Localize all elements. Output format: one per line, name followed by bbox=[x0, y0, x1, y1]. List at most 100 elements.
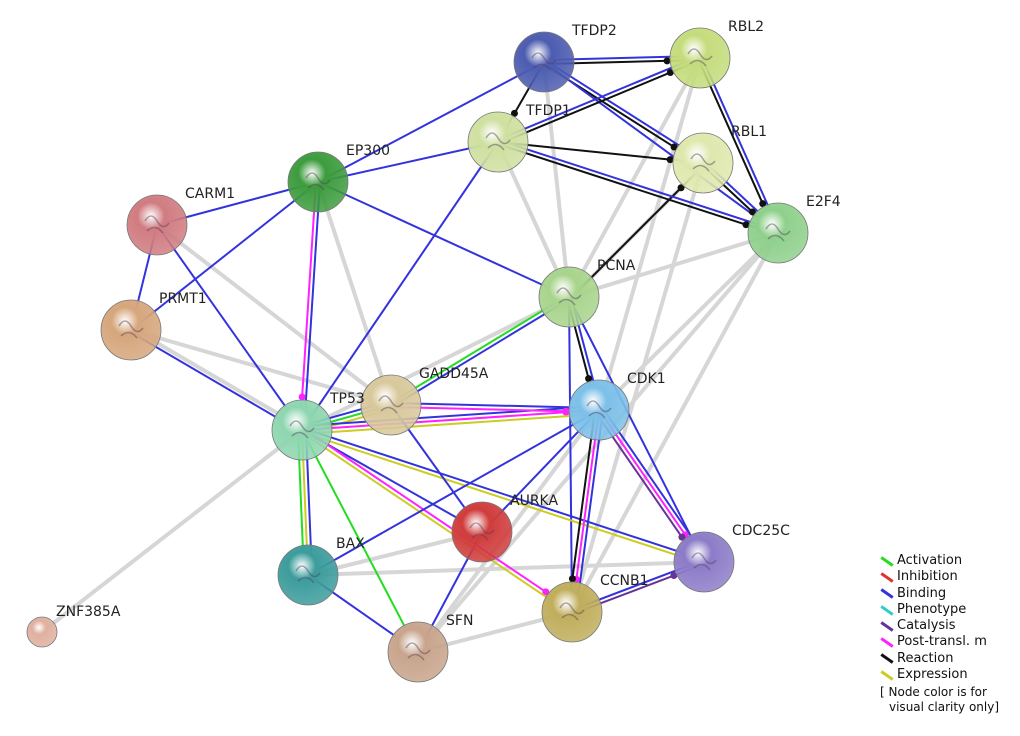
edge-binding-tfdp2-ep300[interactable] bbox=[317, 61, 545, 183]
edge-expression-tp53-ccnb1[interactable] bbox=[300, 430, 572, 615]
node-cdc25c[interactable]: CDC25C bbox=[673, 523, 790, 593]
edge-textmining-rbl2-cdk1[interactable] bbox=[597, 57, 702, 411]
edge-binding-tfdp1-rbl2[interactable] bbox=[496, 55, 700, 142]
edge-binding-pcna-cdc25c[interactable] bbox=[568, 296, 705, 563]
node-bax[interactable]: BAX bbox=[277, 536, 365, 606]
edge-activation-gadd45a-pcna[interactable] bbox=[389, 294, 569, 405]
edge-endpoint-marker bbox=[510, 109, 518, 117]
edge-binding-ep300-pcna[interactable] bbox=[317, 181, 570, 298]
edge-endpoint-marker bbox=[749, 208, 757, 216]
node-sphere[interactable] bbox=[360, 374, 422, 436]
edge-textmining-ep300-gadd45a[interactable] bbox=[316, 181, 393, 406]
node-e2f4[interactable]: E2F4 bbox=[747, 194, 841, 264]
node-sphere[interactable] bbox=[271, 399, 333, 461]
edge-binding-cdk1-bax[interactable] bbox=[307, 409, 600, 576]
node-rbl1[interactable]: RBL1 bbox=[672, 124, 767, 194]
node-tfdp1[interactable]: TFDP1 bbox=[467, 103, 571, 173]
edge-endpoint-marker bbox=[666, 69, 674, 77]
edge-binding-tp53-cdc25c[interactable] bbox=[302, 427, 705, 562]
edge-textmining-prmt1-tp53[interactable] bbox=[131, 326, 305, 430]
node-label: TFDP1 bbox=[525, 103, 571, 119]
node-sphere[interactable] bbox=[747, 202, 809, 264]
node-sphere[interactable] bbox=[673, 531, 735, 593]
node-sphere[interactable] bbox=[568, 379, 630, 441]
node-tp53[interactable]: TP53 bbox=[271, 391, 365, 461]
node-ep300[interactable]: EP300 bbox=[287, 143, 390, 213]
node-sphere[interactable] bbox=[672, 132, 734, 194]
node-label: CDC25C bbox=[732, 523, 790, 539]
edge-textmining-bax-cdc25c[interactable] bbox=[307, 560, 705, 577]
node-rbl2[interactable]: RBL2 bbox=[669, 19, 764, 89]
node-gadd45a[interactable]: GADD45A bbox=[360, 366, 489, 436]
node-cdk1[interactable]: CDK1 bbox=[568, 371, 666, 441]
edge-textmining-pcna-rbl2[interactable] bbox=[567, 57, 702, 298]
edge-textmining-e2f4-ccnb1[interactable] bbox=[570, 232, 780, 613]
node-tfdp2[interactable]: TFDP2 bbox=[513, 23, 617, 93]
edge-binding-tfdp1-e2f4[interactable] bbox=[498, 139, 779, 233]
edge-binding-carm1-tp53[interactable] bbox=[156, 224, 303, 431]
edge-binding-tfdp1-ep300[interactable] bbox=[317, 141, 499, 183]
edge-textmining-e2f4-cdk1[interactable] bbox=[597, 231, 780, 412]
node-label: SFN bbox=[446, 613, 473, 629]
node-sphere[interactable] bbox=[126, 194, 188, 256]
node-sphere[interactable] bbox=[26, 616, 58, 648]
edge-endpoint-marker bbox=[742, 221, 750, 229]
edge-binding-cdk1-ccnb1[interactable] bbox=[574, 410, 604, 613]
edge-binding-tfdp2-rbl1[interactable] bbox=[544, 59, 705, 163]
node-sphere[interactable] bbox=[669, 27, 731, 89]
node-sphere[interactable] bbox=[277, 544, 339, 606]
edge-binding-prmt1-tp53[interactable] bbox=[129, 330, 302, 433]
edge-activation-tp53-sfn[interactable] bbox=[301, 429, 419, 653]
edge-reaction-tfdp1-e2f4[interactable] bbox=[497, 142, 778, 236]
node-ccnb1[interactable]: CCNB1 bbox=[541, 573, 649, 643]
node-sphere[interactable] bbox=[100, 299, 162, 361]
protein-structure-icon bbox=[289, 420, 315, 439]
edge-textmining-znf385a-tp53[interactable] bbox=[40, 428, 304, 634]
edge-endpoint-marker bbox=[562, 407, 570, 415]
protein-structure-icon bbox=[531, 52, 557, 71]
node-sphere[interactable] bbox=[538, 266, 600, 328]
edge-posttransl-tp53-cdk1[interactable] bbox=[301, 409, 600, 431]
edge-binding-ep300-prmt1[interactable] bbox=[130, 181, 319, 331]
edge-textmining-carm1-gadd45a[interactable] bbox=[155, 223, 393, 407]
node-sphere[interactable] bbox=[541, 581, 603, 643]
node-label: AURKA bbox=[510, 493, 558, 509]
edge-textmining-tp53-pcna[interactable] bbox=[301, 295, 570, 432]
node-pcna[interactable]: PCNA bbox=[538, 258, 636, 328]
edge-posttransl-tp53-ccnb1[interactable] bbox=[302, 427, 574, 612]
node-sphere[interactable] bbox=[467, 111, 529, 173]
node-znf385a[interactable]: ZNF385A bbox=[26, 604, 121, 648]
edge-endpoint-marker bbox=[663, 57, 671, 65]
node-label: RBL2 bbox=[728, 19, 764, 35]
edge-binding-tfdp1-tp53[interactable] bbox=[301, 141, 499, 431]
edge-binding-ep300-tp53[interactable] bbox=[302, 182, 321, 431]
node-carm1[interactable]: CARM1 bbox=[126, 186, 235, 256]
edge-expression-tp53-cdk1[interactable] bbox=[302, 412, 600, 435]
node-sfn[interactable]: SFN bbox=[387, 613, 473, 683]
node-prmt1[interactable]: PRMT1 bbox=[100, 291, 207, 361]
edge-binding-cdk1-cdc25c[interactable] bbox=[601, 407, 709, 561]
edge-binding-pcna-ccnb1[interactable] bbox=[568, 296, 573, 613]
node-sphere[interactable] bbox=[513, 31, 575, 93]
node-label: ZNF385A bbox=[56, 604, 121, 620]
legend-label: Post-transl. m bbox=[897, 634, 987, 650]
edge-textmining-rbl1-ccnb1[interactable] bbox=[570, 162, 705, 613]
node-sphere[interactable] bbox=[387, 621, 449, 683]
edge-binding-tfdp2-e2f4[interactable] bbox=[543, 61, 779, 234]
protein-structure-icon bbox=[295, 565, 321, 584]
node-aurka[interactable]: AURKA bbox=[451, 493, 558, 563]
edge-binding-rbl2-e2f4[interactable] bbox=[700, 56, 781, 233]
edge-binding-tp53-cdk1[interactable] bbox=[301, 405, 599, 428]
legend-label: Phenotype bbox=[897, 601, 967, 617]
edge-binding-gadd45a-cdk1[interactable] bbox=[391, 402, 600, 410]
node-sphere[interactable] bbox=[451, 501, 513, 563]
edge-expression-tp53-cdc25c[interactable] bbox=[301, 430, 704, 565]
edge-posttransl-ep300-tp53[interactable] bbox=[299, 181, 318, 430]
node-sphere[interactable] bbox=[287, 151, 349, 213]
edge-textmining-pcna-tfdp2[interactable] bbox=[542, 61, 571, 298]
edge-binding-gadd45a-pcna[interactable] bbox=[391, 297, 571, 408]
legend-swatch bbox=[880, 588, 894, 599]
edge-textmining-prmt1-gadd45a[interactable] bbox=[130, 328, 392, 407]
edge-endpoint-marker bbox=[298, 393, 306, 401]
